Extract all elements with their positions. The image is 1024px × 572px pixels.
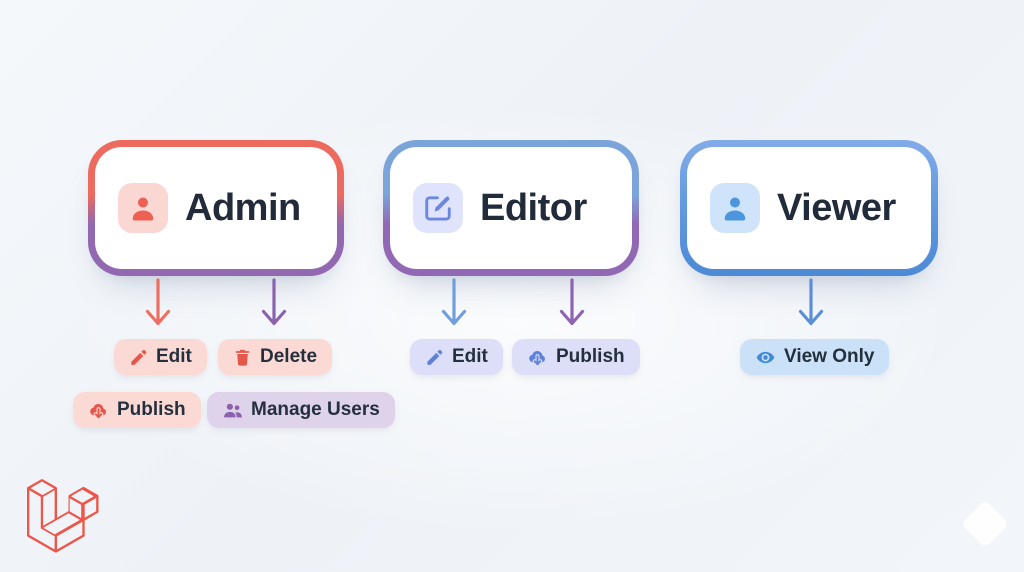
arrow-viewer-to-viewonly	[798, 278, 824, 326]
role-card-viewer-inner: Viewer	[687, 147, 931, 269]
arrow-admin-to-edit	[145, 278, 171, 326]
laravel-logo-icon	[27, 479, 99, 553]
role-card-viewer: Viewer	[680, 140, 938, 276]
cloud-arrow-down-icon	[527, 347, 548, 368]
role-card-admin: Admin	[88, 140, 344, 276]
role-card-admin-inner: Admin	[95, 147, 337, 269]
cloud-arrow-down-icon	[88, 400, 109, 421]
users-icon	[222, 400, 243, 421]
role-card-editor-inner: Editor	[390, 147, 632, 269]
diamond-decoration	[960, 499, 1010, 549]
permission-badge-admin-delete: Delete	[218, 339, 333, 375]
permission-label: Edit	[156, 346, 192, 367]
permission-label: View Only	[784, 346, 875, 367]
permission-badge-admin-publish: Publish	[73, 392, 201, 428]
permission-badge-admin-manage-users: Manage Users	[207, 392, 395, 428]
arrow-editor-to-publish	[559, 278, 585, 326]
user-icon	[710, 183, 760, 233]
permission-label: Edit	[452, 346, 488, 367]
permission-label: Publish	[117, 399, 186, 420]
pencil-square-icon	[413, 183, 463, 233]
permission-label: Manage Users	[251, 399, 380, 420]
eye-icon	[755, 347, 776, 368]
role-title-editor: Editor	[480, 186, 587, 229]
user-icon	[118, 183, 168, 233]
permission-badge-admin-edit: Edit	[114, 339, 207, 375]
permission-badge-editor-publish: Publish	[512, 339, 640, 375]
arrow-admin-to-delete	[261, 278, 287, 326]
permission-badge-editor-edit: Edit	[410, 339, 503, 375]
role-title-admin: Admin	[185, 186, 301, 229]
role-card-editor: Editor	[383, 140, 639, 276]
permission-label: Publish	[556, 346, 625, 367]
arrow-editor-to-edit	[441, 278, 467, 326]
permission-label: Delete	[260, 346, 318, 367]
trash-icon	[233, 348, 252, 367]
role-title-viewer: Viewer	[777, 186, 896, 229]
pencil-icon	[129, 348, 148, 367]
pencil-icon	[425, 348, 444, 367]
permission-badge-viewer-view-only: View Only	[740, 339, 890, 375]
